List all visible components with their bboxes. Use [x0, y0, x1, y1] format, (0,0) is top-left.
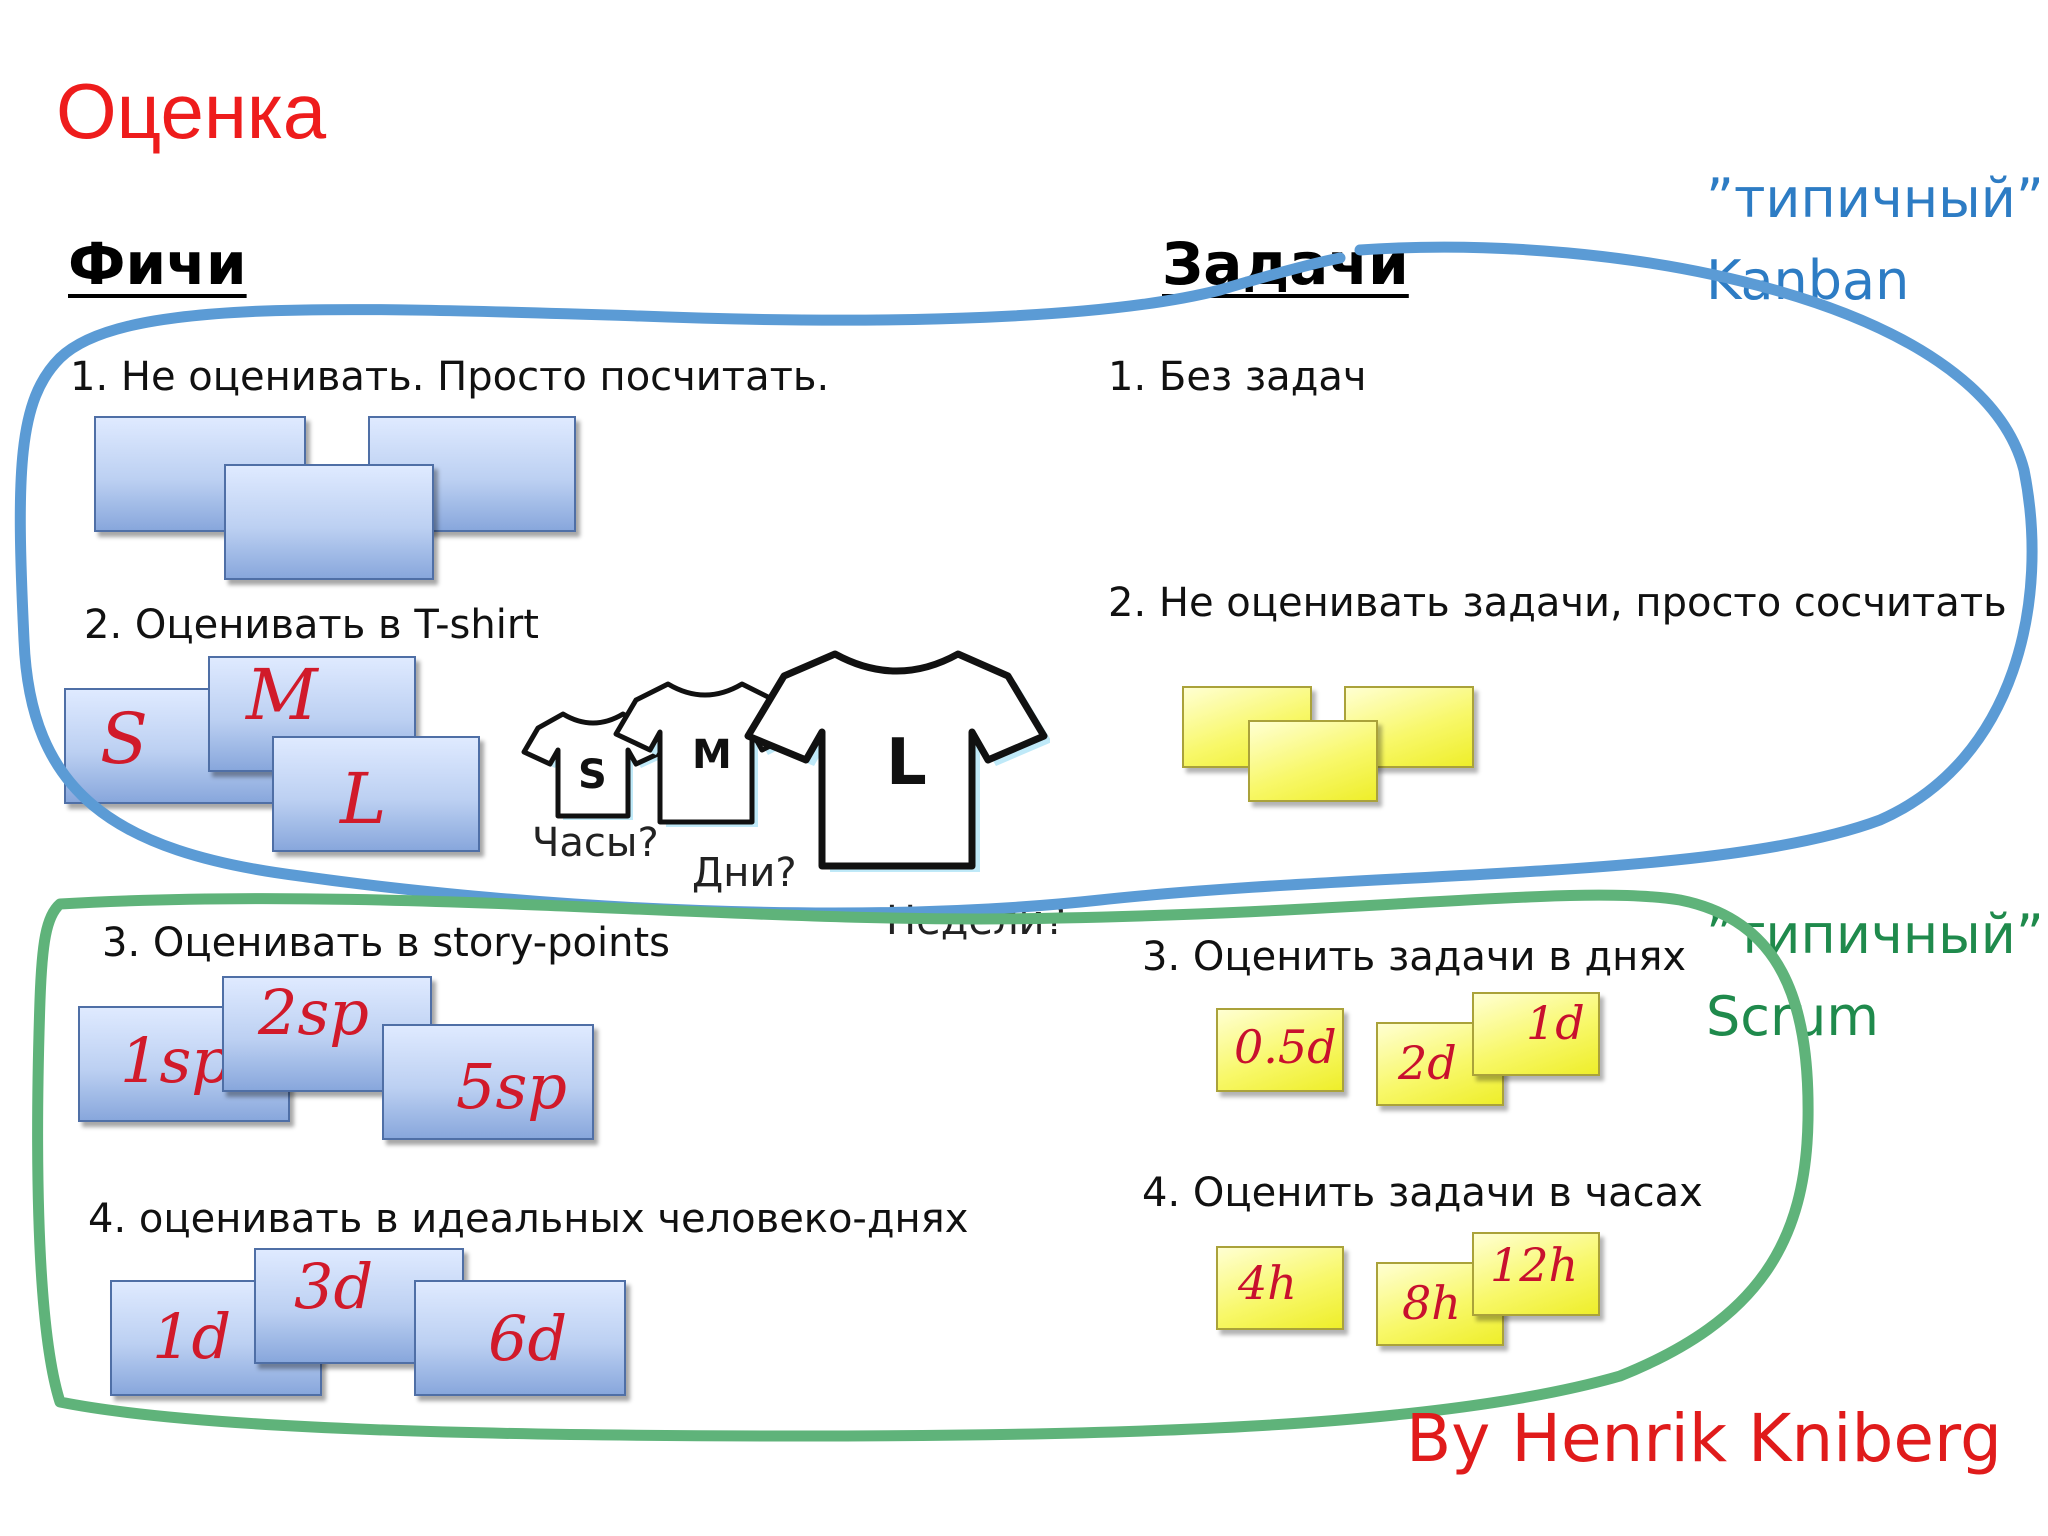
story-point-card-label: 1sp [120, 1024, 231, 1097]
features-item-3: 3. Оценивать в story-points [102, 920, 671, 966]
scrum-loop [32, 889, 1814, 1442]
story-point-card-label: 5sp [456, 1050, 567, 1123]
tasks-item-2: 2. Не оценивать задачи, просто сосчитать [1108, 580, 2007, 626]
tshirt-card-m-label: M [246, 654, 318, 736]
tshirt-card-l-label: L [340, 758, 387, 840]
tshirt-medium-label: M [692, 732, 732, 778]
tasks-item-3: 3. Оценить задачи в днях [1142, 934, 1687, 980]
tasks-item-4: 4. Оценить задачи в часах [1142, 1170, 1703, 1216]
unit-days: Дни? [692, 850, 797, 896]
tshirt-large-icon [744, 650, 1050, 872]
task-day-label: 1d [1526, 996, 1585, 1050]
features-heading: Фичи [68, 230, 247, 298]
story-point-card-label: 2sp [258, 976, 369, 1049]
task-hour-label: 4h [1238, 1256, 1297, 1310]
feature-card [224, 464, 434, 580]
tasks-item-1: 1. Без задач [1108, 354, 1367, 400]
kanban-loop [14, 241, 2038, 919]
tshirt-large-label: L [886, 726, 927, 800]
task-hour-label: 12h [1490, 1238, 1579, 1292]
task-day-card: 0.5d [1216, 1008, 1344, 1092]
unit-hours: Часы? [532, 820, 659, 866]
task-day-label: 0.5d [1234, 1020, 1337, 1074]
features-item-2: 2. Оценивать в T-shirt [84, 602, 539, 648]
features-item-4: 4. оценивать в идеальных человеко-днях [88, 1196, 969, 1242]
tshirt-card-s-label: S [100, 698, 148, 780]
features-item-1: 1. Не оценивать. Просто посчитать. [70, 354, 830, 400]
story-point-card: 5sp [382, 1024, 594, 1140]
tasks-heading: Задачи [1162, 230, 1409, 298]
task-hour-card: 12h [1472, 1232, 1600, 1316]
ideal-day-card-label: 1d [152, 1300, 232, 1373]
task-card [1248, 720, 1378, 802]
ideal-day-card-label: 3d [294, 1250, 374, 1323]
author-credit: By Henrik Kniberg [1406, 1400, 2002, 1477]
ideal-day-card: 6d [414, 1280, 626, 1396]
task-day-card: 1d [1472, 992, 1600, 1076]
task-hour-card: 4h [1216, 1246, 1344, 1330]
scrum-label: ”типичный” Scrum [1706, 903, 2044, 1048]
page-title: Оценка [56, 67, 327, 155]
task-day-label: 2d [1398, 1036, 1457, 1090]
ideal-day-card-label: 6d [488, 1302, 568, 1375]
tshirt-card-l: L [272, 736, 480, 852]
task-hour-label: 8h [1402, 1276, 1461, 1330]
tshirt-small-label: S [578, 752, 607, 798]
